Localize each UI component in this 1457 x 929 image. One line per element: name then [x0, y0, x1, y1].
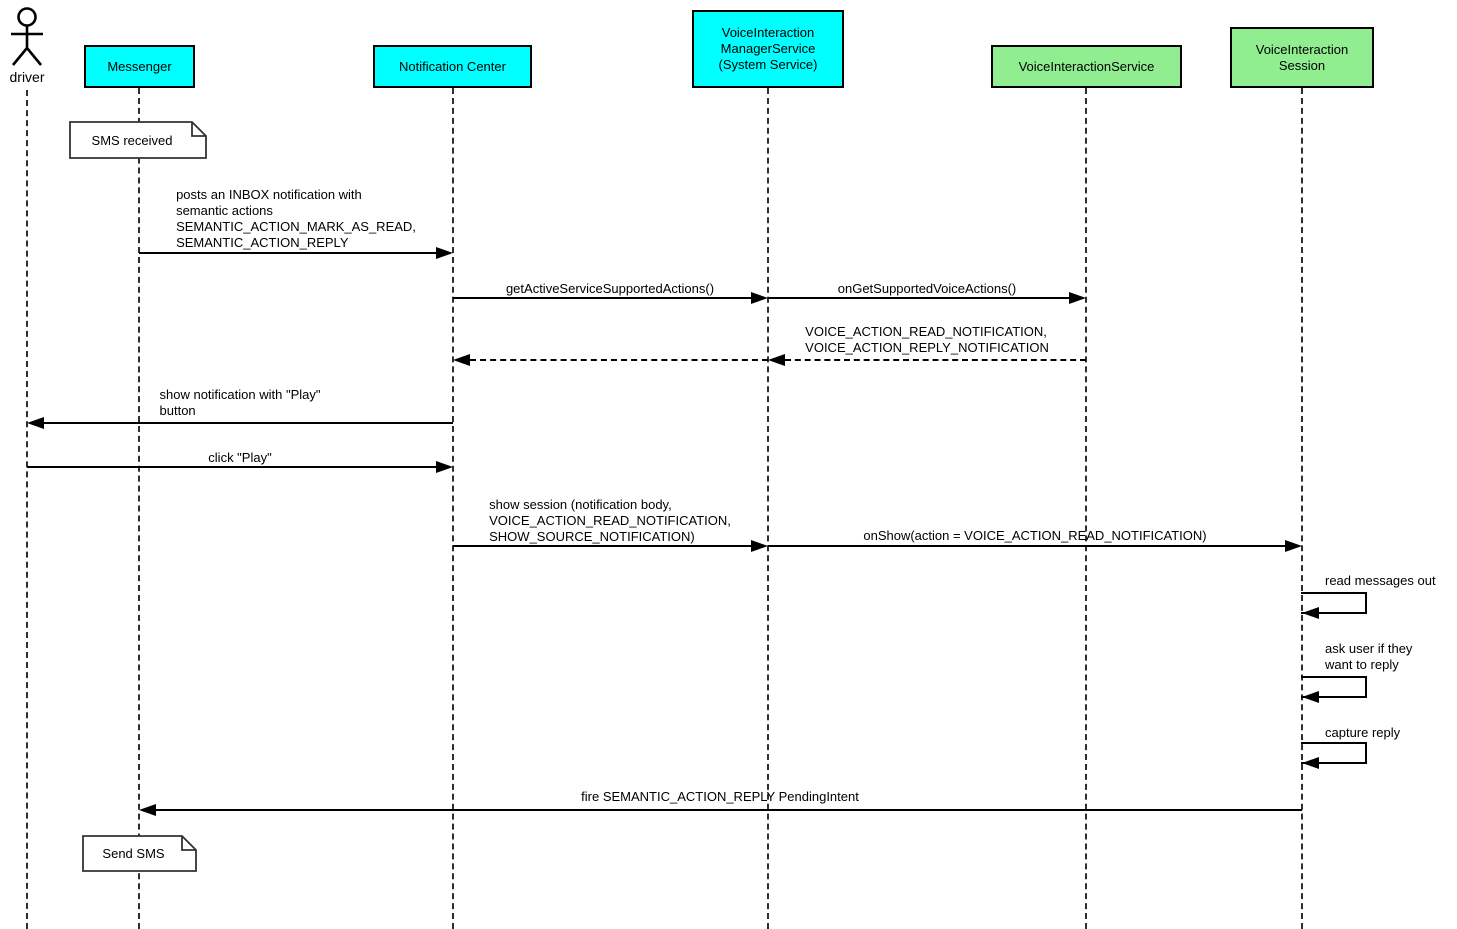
participant-messenger: Messenger [84, 45, 195, 88]
message-line-return-1 [785, 359, 1086, 361]
message-label-onshow: onShow(action = VOICE_ACTION_READ_NOTIFI… [863, 528, 1207, 543]
message-label-on-get-supported: onGetSupportedVoiceActions() [837, 281, 1017, 296]
arrowhead-left-icon [27, 417, 44, 429]
message-label-posts-inbox: posts an INBOX notification with semanti… [176, 187, 416, 250]
participant-label: VoiceInteraction Session [1255, 41, 1349, 73]
message-label-capture-reply: capture reply [1325, 725, 1401, 740]
note-send-sms: Send SMS [82, 835, 197, 872]
note-sms-received: SMS received [69, 121, 207, 159]
message-line-show-session [453, 545, 751, 547]
arrowhead-left-icon [453, 354, 470, 366]
message-label-read-messages-out: read messages out [1325, 573, 1436, 588]
message-label-get-active-service: getActiveServiceSupportedActions() [505, 281, 715, 296]
note-text: Send SMS [102, 846, 165, 861]
actor-driver: driver [9, 7, 45, 87]
arrowhead-left-icon [1302, 757, 1319, 769]
note-icon [82, 835, 197, 872]
lifeline-voiceinteraction-session [1301, 88, 1303, 929]
arrowhead-right-icon [436, 461, 453, 473]
arrowhead-right-icon [1069, 292, 1086, 304]
participant-label: VoiceInteraction ManagerService (System … [718, 25, 818, 72]
self-message-loop [1301, 592, 1367, 614]
arrowhead-left-icon [768, 354, 785, 366]
participant-voiceinteraction-session: VoiceInteraction Session [1230, 27, 1374, 88]
arrowhead-right-icon [436, 247, 453, 259]
actor-label: driver [9, 69, 45, 85]
participant-voiceinteractionservice: VoiceInteractionService [991, 45, 1182, 88]
message-label-voice-actions-return: VOICE_ACTION_READ_NOTIFICATION, VOICE_AC… [805, 324, 1049, 355]
participant-voiceinteraction-managerservice: VoiceInteraction ManagerService (System … [692, 10, 844, 88]
message-line-on-get-supported [768, 297, 1069, 299]
message-line-show-notification [44, 422, 453, 424]
lifeline-driver [26, 90, 28, 929]
participant-notification-center: Notification Center [373, 45, 532, 88]
message-line-click-play [27, 466, 436, 468]
note-icon [69, 121, 207, 159]
lifeline-messenger [138, 88, 140, 929]
arrowhead-right-icon [751, 292, 768, 304]
message-line-get-active-service [453, 297, 751, 299]
lifeline-notification-center [452, 88, 454, 929]
arrowhead-left-icon [1302, 607, 1319, 619]
note-text: SMS received [91, 132, 173, 148]
participant-label: Messenger [107, 58, 172, 74]
self-message-loop [1301, 742, 1367, 764]
arrowhead-right-icon [1285, 540, 1302, 552]
message-label-fire-pendingintent: fire SEMANTIC_ACTION_REPLY PendingIntent [581, 789, 859, 804]
message-line-fire-pendingintent [156, 809, 1302, 811]
message-label-show-notification: show notification with "Play" button [159, 387, 321, 418]
message-line-return-2 [470, 359, 768, 361]
message-label-click-play: click "Play" [208, 450, 272, 465]
lifeline-voiceinteraction-managerservice [767, 88, 769, 929]
arrowhead-right-icon [751, 540, 768, 552]
message-line-onshow [768, 545, 1285, 547]
person-icon [11, 7, 43, 66]
participant-label: VoiceInteractionService [1018, 58, 1155, 74]
participant-label: Notification Center [399, 58, 506, 74]
self-message-loop [1301, 676, 1367, 698]
message-line-posts-inbox [139, 252, 436, 254]
message-label-show-session: show session (notification body, VOICE_A… [489, 497, 731, 544]
arrowhead-left-icon [1302, 691, 1319, 703]
arrowhead-left-icon [139, 804, 156, 816]
message-label-ask-user-reply: ask user if they want to reply [1325, 641, 1413, 672]
lifeline-voiceinteractionservice [1085, 88, 1087, 929]
